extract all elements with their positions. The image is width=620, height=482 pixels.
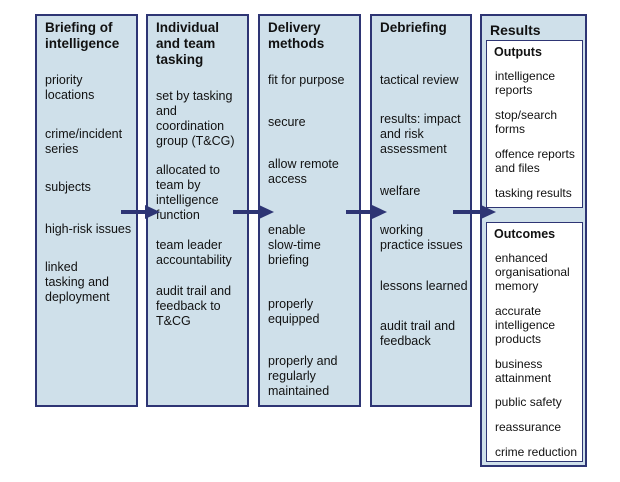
outputs-title: Outputs xyxy=(494,45,542,59)
column-title: Debriefing xyxy=(380,20,447,35)
list-item: welfare xyxy=(380,184,421,198)
column-title: Delivery methods xyxy=(268,20,325,51)
column-title: Briefing of intelligence xyxy=(45,20,120,51)
list-item: public safety xyxy=(495,395,562,409)
list-item: fit for purpose xyxy=(268,73,345,87)
results-title: Results xyxy=(490,22,541,38)
list-item: tactical review xyxy=(380,73,459,87)
list-item: subjects xyxy=(45,180,91,194)
flow-arrow-icon xyxy=(121,205,160,219)
outcomes-title: Outcomes xyxy=(494,227,556,241)
flow-arrow-icon xyxy=(346,205,387,219)
list-item: reassurance xyxy=(495,420,562,434)
flow-arrow-icon xyxy=(233,205,274,219)
list-item: secure xyxy=(268,115,306,129)
list-item: high-risk issues xyxy=(45,222,132,236)
column-title: Individual and team tasking xyxy=(156,20,220,67)
list-item: tasking results xyxy=(495,186,572,200)
list-item: lessons learned xyxy=(380,279,468,293)
list-item: crime reduction xyxy=(495,445,578,459)
flow-arrow-icon xyxy=(453,205,496,219)
column-delivery: Delivery methods fit for purpose secure … xyxy=(258,14,361,407)
